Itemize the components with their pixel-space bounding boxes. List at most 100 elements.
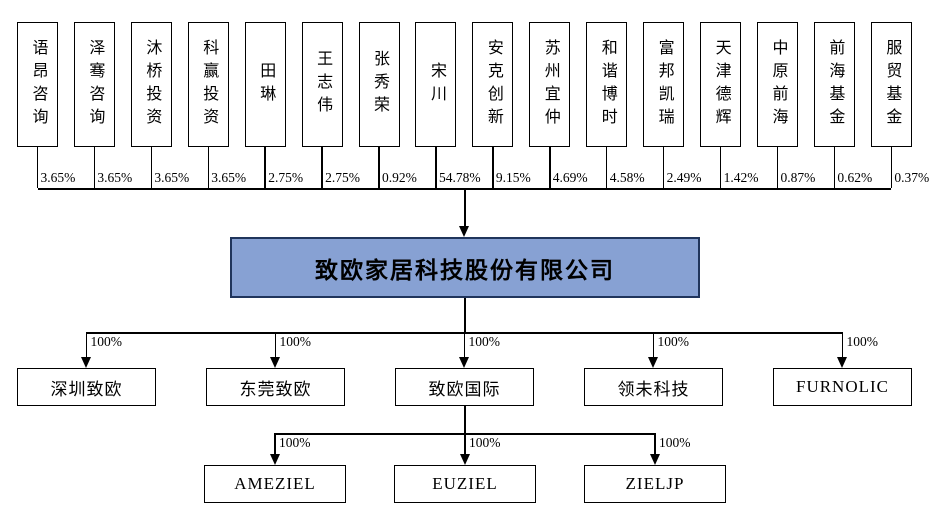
ownership-percent-label: 100% <box>279 334 312 349</box>
ownership-percent-label: 54.78% <box>438 169 481 185</box>
connector-line <box>463 332 466 359</box>
shareholder-name: 前海基金 <box>826 38 844 131</box>
shareholder-cell: 天津德辉 1.42% <box>700 22 758 188</box>
shareholder-name: 服贸基金 <box>883 38 901 131</box>
subsidiary-connector: 100% <box>204 433 346 465</box>
ownership-percent-label: 100% <box>279 435 311 450</box>
shareholder-box: 安克创新 <box>472 22 514 147</box>
shareholder-cell: 泽骞咨询 3.65% <box>73 22 132 188</box>
arrowhead-down-icon <box>649 454 660 465</box>
shareholders-row: 语昂咨询 3.65% 泽骞咨询 3.65% 沐桥投资 3.65% 科赢投资 3 <box>17 22 929 188</box>
shareholder-box: 王志伟 <box>301 22 343 147</box>
shareholder-cell: 语昂咨询 3.65% <box>17 22 75 188</box>
shareholder-box: 语昂咨询 <box>17 22 58 147</box>
shareholder-name: 苏州宜仲 <box>541 38 559 131</box>
shareholder-connector: 3.65% <box>17 147 75 188</box>
arrowhead-down-icon <box>459 454 470 465</box>
shareholder-connector: 3.65% <box>131 147 189 188</box>
subsidiary-name: FURNOLIC <box>795 377 889 396</box>
shareholder-connector: 1.42% <box>700 147 758 188</box>
shareholder-cell: 安克创新 9.15% <box>472 22 531 188</box>
connector-line <box>549 147 551 188</box>
shareholder-cell: 张秀荣 0.92% <box>358 22 417 188</box>
ownership-percent-label: 3.65% <box>40 169 76 185</box>
shareholder-connector: 3.65% <box>74 147 132 188</box>
arrowhead-down-icon <box>459 226 469 237</box>
subsidiary-cell: 100% ZIELJP <box>584 433 726 503</box>
shareholder-box: 田琳 <box>244 22 286 147</box>
connector-line <box>207 147 210 188</box>
shareholder-box: 富邦凯瑞 <box>643 22 685 147</box>
subsidiary-name: ZIELJP <box>625 474 685 493</box>
shareholder-box: 和谐博时 <box>586 22 628 147</box>
shareholder-box: 科赢投资 <box>187 22 229 147</box>
shareholder-connector: 0.87% <box>757 147 815 188</box>
shareholder-cell: 服贸基金 0.37% <box>870 22 929 188</box>
connector-line <box>492 147 494 188</box>
subsidiary-box: 致欧国际 <box>395 368 534 406</box>
shareholder-connector: 4.69% <box>529 147 588 188</box>
shareholder-name: 泽骞咨询 <box>86 38 104 131</box>
connector-line <box>776 147 779 188</box>
ownership-percent-label: 9.15% <box>495 169 531 185</box>
ownership-percent-label: 3.65% <box>97 169 133 185</box>
subsidiary-cell: 100% EUZIEL <box>394 433 536 503</box>
shareholder-name: 天津德辉 <box>712 38 730 131</box>
connector-line <box>321 147 323 188</box>
connector-line <box>378 147 380 188</box>
subsidiary-name: EUZIEL <box>432 474 498 493</box>
shareholder-box: 泽骞咨询 <box>73 22 115 147</box>
connector-line <box>833 147 836 188</box>
ownership-percent-label: 3.65% <box>211 169 247 185</box>
shareholder-name: 和谐博时 <box>598 38 616 131</box>
shareholder-box: 苏州宜仲 <box>529 22 571 147</box>
connector-line <box>719 147 722 188</box>
ownership-percent-label: 0.37% <box>894 169 930 185</box>
shareholder-name: 语昂咨询 <box>29 38 47 131</box>
subsidiary-connector: 100% <box>394 433 536 465</box>
shareholder-name: 张秀荣 <box>371 50 389 119</box>
shareholder-name: 安克创新 <box>484 38 502 131</box>
connector-line <box>841 332 844 359</box>
arrowhead-down-icon <box>269 454 280 465</box>
ownership-percent-label: 3.65% <box>154 169 190 185</box>
shareholder-connector: 2.75% <box>245 147 303 188</box>
ownership-percent-label: 100% <box>846 334 879 349</box>
shareholder-connector: 54.78% <box>415 147 481 188</box>
shareholder-name: 王志伟 <box>314 50 332 119</box>
shareholder-connector: 0.62% <box>814 147 872 188</box>
subsidiary-connector: 100% <box>584 433 726 465</box>
shareholder-box: 张秀荣 <box>358 22 400 147</box>
subsidiary-box: 东莞致欧 <box>206 368 345 406</box>
subsidiary-box: AMEZIEL <box>204 465 346 503</box>
shareholder-cell: 富邦凯瑞 2.49% <box>643 22 702 188</box>
subsidiary-name: 致欧国际 <box>428 379 501 399</box>
ownership-percent-label: 100% <box>469 435 501 450</box>
connector-line <box>464 433 466 456</box>
connector-line <box>93 147 96 188</box>
subsidiary-cell: 100% 领未科技 <box>584 332 723 406</box>
shareholder-connector: 4.58% <box>586 147 645 188</box>
shareholder-name: 宋川 <box>427 61 445 108</box>
shareholder-box: 服贸基金 <box>870 22 912 147</box>
arrowhead-down-icon <box>270 357 280 368</box>
subsidiary-connector: 100% <box>773 332 912 368</box>
subsidiary-box: 深圳致欧 <box>17 368 156 406</box>
subsidiary-cell: 100% 深圳致欧 <box>17 332 156 406</box>
connector-line <box>654 433 656 456</box>
arrowhead-down-icon <box>837 357 847 368</box>
shareholder-cell: 前海基金 0.62% <box>813 22 872 188</box>
shareholder-connector: 2.75% <box>302 147 360 188</box>
shareholder-cell: 宋川 54.78% <box>415 22 481 188</box>
shareholder-cell: 王志伟 2.75% <box>301 22 360 188</box>
shareholder-connector: 3.65% <box>188 147 246 188</box>
connector-line <box>264 147 266 188</box>
shareholder-box: 天津德辉 <box>700 22 742 147</box>
shareholder-name: 富邦凯瑞 <box>655 38 673 131</box>
parent-down-line <box>464 298 466 332</box>
subsidiaries-row: 100% 深圳致欧 100% 东莞致欧 100% 致欧国际 100% <box>17 332 912 406</box>
ownership-percent-label: 100% <box>657 334 690 349</box>
ownership-percent-label: 100% <box>659 435 691 450</box>
connector-line <box>274 332 277 359</box>
